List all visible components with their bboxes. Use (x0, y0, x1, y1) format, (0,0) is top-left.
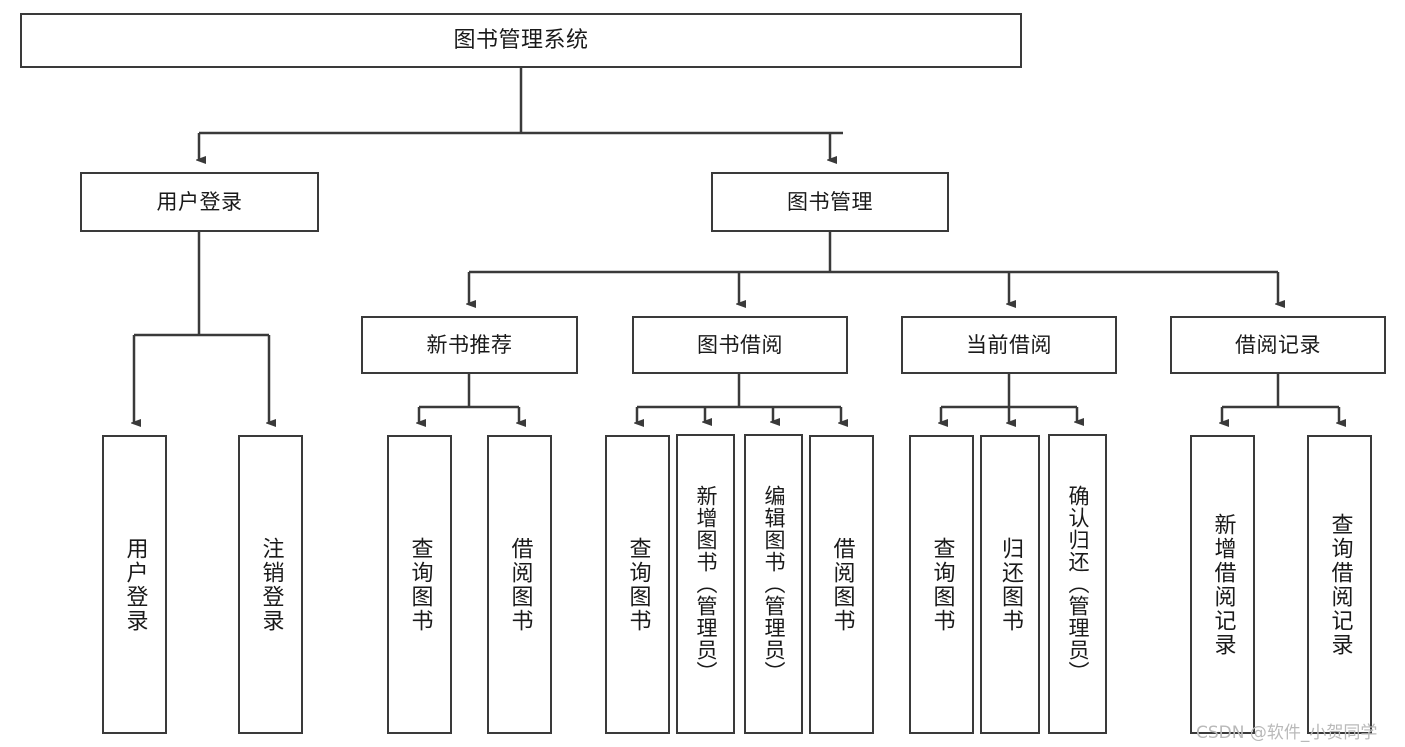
node-leaf-borrow-book-nb[interactable]: 借阅图书 (487, 435, 552, 734)
node-leaf-return-book[interactable]: 归还图书 (980, 435, 1040, 734)
node-user-login[interactable]: 用户登录 (80, 172, 319, 232)
watermark-csdn: CSDN @软件_小贺同学 (1196, 723, 1378, 743)
node-label: 注销登录 (258, 536, 284, 633)
node-label: 查询图书 (625, 536, 651, 633)
node-label: 用户登录 (122, 536, 148, 633)
node-new-book-recommend[interactable]: 新书推荐 (361, 316, 578, 374)
node-label: 借阅记录 (1235, 332, 1321, 357)
node-borrow-record[interactable]: 借阅记录 (1170, 316, 1386, 374)
node-leaf-query-borrow-record[interactable]: 查询借阅记录 (1307, 435, 1372, 734)
node-leaf-add-borrow-record[interactable]: 新增借阅记录 (1190, 435, 1255, 734)
node-label: 查询图书 (407, 536, 433, 633)
node-leaf-logout[interactable]: 注销登录 (238, 435, 303, 734)
node-current-borrow[interactable]: 当前借阅 (901, 316, 1117, 374)
node-label: 编辑图书（管理员） (762, 485, 786, 683)
node-label: 图书管理系统 (453, 27, 589, 53)
node-leaf-borrow-book-bb[interactable]: 借阅图书 (809, 435, 874, 734)
node-label: 确认归还（管理员） (1066, 485, 1090, 683)
node-book-borrow[interactable]: 图书借阅 (632, 316, 848, 374)
node-label: 归还图书 (998, 536, 1023, 633)
node-label: 图书借阅 (697, 332, 783, 357)
node-label: 新书推荐 (426, 332, 513, 357)
node-book-management[interactable]: 图书管理 (711, 172, 949, 232)
node-leaf-add-book-admin[interactable]: 新增图书（管理员） (676, 434, 735, 734)
node-label: 查询图书 (929, 536, 955, 633)
node-label: 借阅图书 (829, 536, 855, 633)
node-label: 新增图书（管理员） (694, 485, 718, 683)
node-leaf-query-book-cb[interactable]: 查询图书 (909, 435, 974, 734)
node-label: 查询借阅记录 (1327, 512, 1353, 657)
node-label: 当前借阅 (966, 332, 1052, 357)
node-label: 用户登录 (156, 189, 243, 214)
node-leaf-edit-book-admin[interactable]: 编辑图书（管理员） (744, 434, 803, 734)
node-label: 新增借阅记录 (1210, 512, 1236, 657)
node-root-book-management-system[interactable]: 图书管理系统 (20, 13, 1022, 68)
node-leaf-query-book-nb[interactable]: 查询图书 (387, 435, 452, 734)
node-leaf-confirm-return-admin[interactable]: 确认归还（管理员） (1048, 434, 1107, 734)
node-leaf-user-login[interactable]: 用户登录 (102, 435, 167, 734)
node-label: 借阅图书 (507, 536, 533, 633)
node-leaf-query-book-bb[interactable]: 查询图书 (605, 435, 670, 734)
node-label: 图书管理 (787, 189, 873, 214)
